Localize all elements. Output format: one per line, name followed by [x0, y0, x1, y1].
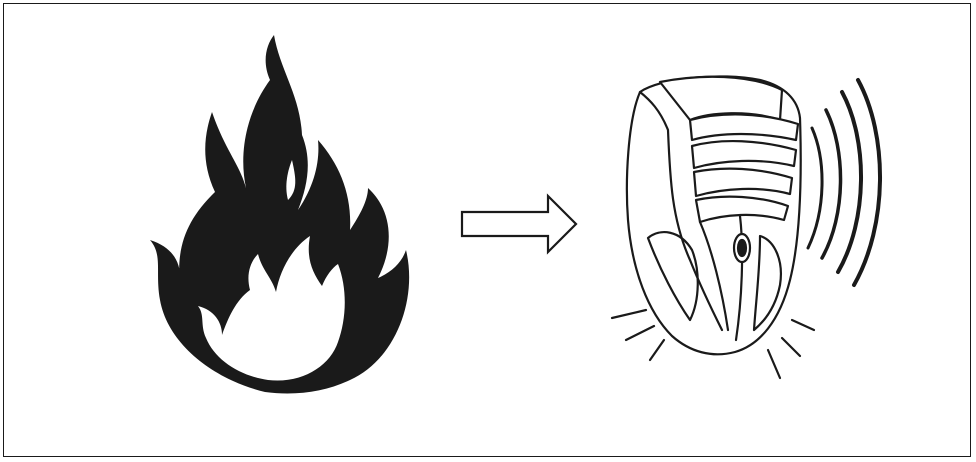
smoke-detector-alarm-icon: [610, 75, 882, 380]
fire-icon: [150, 35, 410, 394]
arrow-right-icon: [460, 193, 578, 255]
